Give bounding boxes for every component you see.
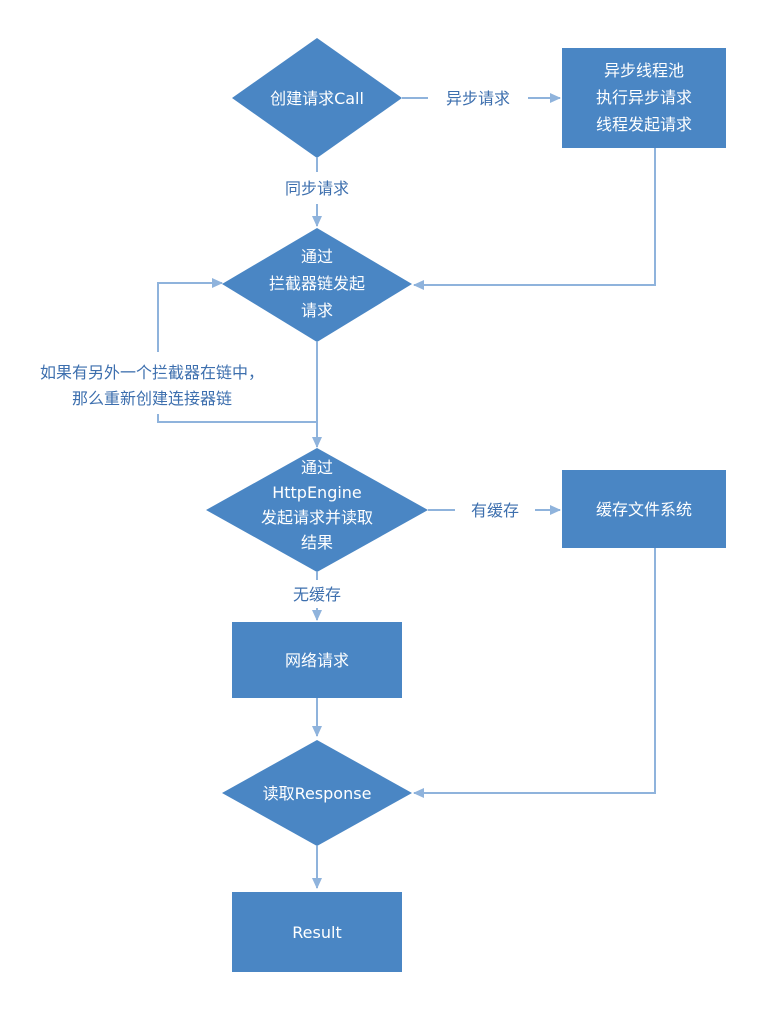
edge-cache-to-response	[413, 548, 656, 798]
node-network-request	[232, 622, 402, 698]
node-network-request-label: 网络请求	[285, 651, 349, 670]
edge-label-no-cache: 无缓存	[293, 585, 341, 604]
node-http-engine-line2: HttpEngine	[272, 483, 362, 502]
edge-label-has-cache: 有缓存	[471, 501, 519, 520]
node-result-label: Result	[292, 923, 341, 942]
edge-label-loop-line1: 如果有另外一个拦截器在链中，	[40, 363, 264, 382]
node-async-pool	[562, 48, 726, 148]
node-http-engine-line3: 发起请求并读取	[261, 508, 373, 527]
node-interceptor-line2: 拦截器链发起	[269, 274, 365, 293]
node-http-engine-line4: 结果	[301, 533, 333, 552]
node-async-pool-line1: 异步线程池	[604, 61, 684, 80]
node-read-response	[222, 740, 412, 846]
edge-label-loop-line2: 那么重新创建连接器链	[72, 389, 232, 408]
edge-async-return	[413, 148, 656, 290]
node-read-response-label: 读取Response	[263, 784, 372, 803]
edge-label-sync: 同步请求	[285, 179, 349, 198]
node-interceptor-line3: 请求	[301, 301, 333, 320]
node-interceptor-chain	[222, 228, 412, 342]
node-interceptor-line1: 通过	[301, 247, 333, 266]
node-http-engine	[206, 448, 428, 572]
node-cache-fs	[562, 470, 726, 548]
node-http-engine-line1: 通过	[301, 458, 333, 477]
node-result	[232, 892, 402, 972]
node-cache-fs-label: 缓存文件系统	[596, 500, 692, 519]
loop-label-bg	[2, 352, 310, 414]
node-create-call-label: 创建请求Call	[270, 89, 364, 108]
node-async-pool-line2: 执行异步请求	[596, 88, 692, 107]
node-async-pool-line3: 线程发起请求	[596, 115, 692, 134]
node-create-call	[232, 38, 402, 158]
edge-label-async: 异步请求	[446, 89, 510, 108]
